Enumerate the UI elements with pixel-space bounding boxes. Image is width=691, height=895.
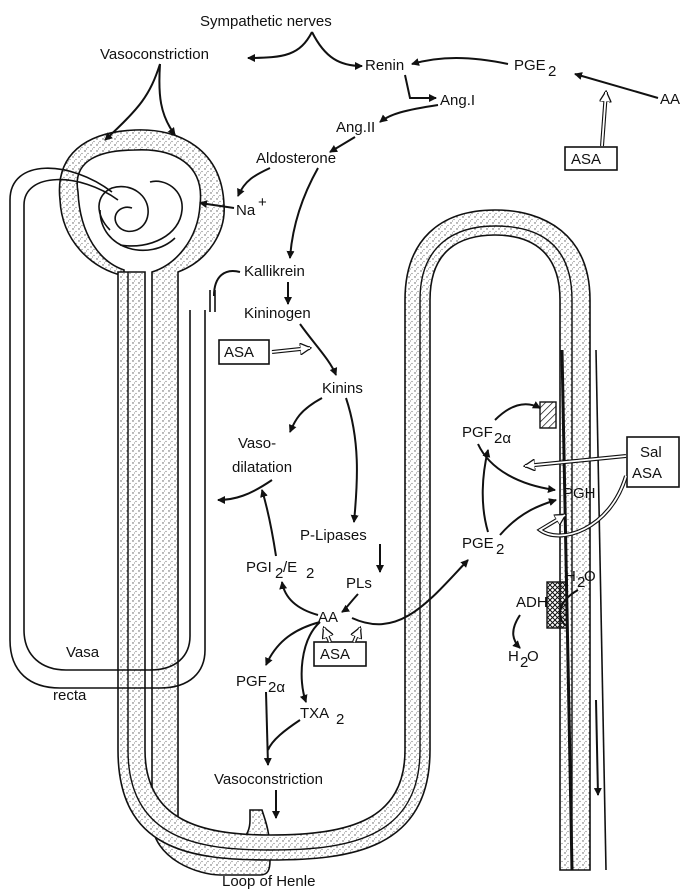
label-loop-of-henle: Loop of Henle <box>222 873 315 890</box>
label-vasa: Vasa <box>66 644 100 661</box>
adh-receptor-block <box>547 582 567 628</box>
svg-text:PGF: PGF <box>236 673 267 690</box>
label-ang-i: Ang.I <box>440 92 475 109</box>
label-h2o-bottom: H 2 O <box>508 648 539 671</box>
label-txa2: TXA 2 <box>300 705 344 728</box>
svg-text:O: O <box>527 648 539 665</box>
svg-text:Na: Na <box>236 202 256 219</box>
svg-text:PGF: PGF <box>462 424 493 441</box>
svg-text:PGE: PGE <box>462 535 494 552</box>
label-p-lipases: P-Lipases <box>300 527 367 544</box>
svg-text:2: 2 <box>336 711 344 728</box>
label-ang-ii: Ang.II <box>336 119 375 136</box>
label-aldosterone: Aldosterone <box>256 150 336 167</box>
receptor-hatched-block <box>540 402 556 428</box>
bowmans-capsule <box>59 130 270 875</box>
svg-text:2α: 2α <box>268 679 285 696</box>
svg-text:/E: /E <box>283 559 297 576</box>
label-pgf2a: PGF 2α <box>236 673 285 696</box>
label-pgh: PGH <box>563 485 596 502</box>
label-pgi2-e2: PGI 2 /E 2 <box>246 559 314 582</box>
svg-text:2: 2 <box>548 63 556 80</box>
label-asa-top: ASA <box>571 151 601 168</box>
label-kininogen: Kininogen <box>244 305 311 322</box>
label-adh: ADH <box>516 594 548 611</box>
label-sal: Sal <box>640 444 662 461</box>
label-pls: PLs <box>346 575 372 592</box>
vasa-recta-vessel <box>10 168 215 688</box>
label-na: Na + <box>236 194 267 219</box>
label-kinins: Kinins <box>322 380 363 397</box>
label-pge2-right: PGE 2 <box>462 535 504 558</box>
svg-text:2: 2 <box>496 541 504 558</box>
label-pge2-top: PGE 2 <box>514 57 556 80</box>
svg-text:O: O <box>584 568 596 585</box>
label-kallikrein: Kallikrein <box>244 263 305 280</box>
label-aa-top: AA <box>660 91 680 108</box>
label-recta: recta <box>53 687 87 704</box>
label-pgf2a-right: PGF 2α <box>462 424 511 447</box>
svg-text:PGI: PGI <box>246 559 272 576</box>
label-vasoconstriction-bottom: Vasoconstriction <box>214 771 323 788</box>
svg-text:2α: 2α <box>494 430 511 447</box>
svg-text:PGE: PGE <box>514 57 546 74</box>
svg-text:2: 2 <box>306 565 314 582</box>
label-vasoconstriction-top: Vasoconstriction <box>100 46 209 63</box>
svg-text:+: + <box>258 194 267 211</box>
svg-text:H: H <box>508 648 519 665</box>
label-asa-low: ASA <box>320 646 350 663</box>
svg-text:TXA: TXA <box>300 705 329 722</box>
label-sympathetic-nerves: Sympathetic nerves <box>200 13 332 30</box>
label-vaso: Vaso- <box>238 435 276 452</box>
label-renin: Renin <box>365 57 404 74</box>
label-asa-mid: ASA <box>224 344 254 361</box>
label-dilatation: dilatation <box>232 459 292 476</box>
label-asa-right: ASA <box>632 465 662 482</box>
label-aa-mid: AA <box>318 609 338 626</box>
nephron-tubule <box>59 130 590 875</box>
